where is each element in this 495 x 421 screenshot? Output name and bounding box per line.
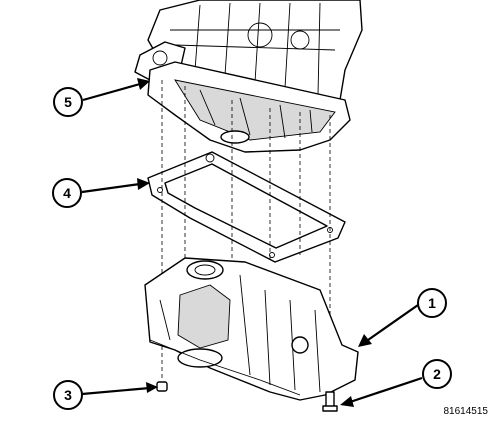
oil-pan-gasket	[147, 151, 346, 263]
callout-2: 2	[422, 359, 452, 389]
callout-1-label: 1	[428, 295, 436, 311]
callout-5-label: 5	[64, 94, 72, 110]
callout-4: 4	[52, 178, 82, 208]
callout-4-label: 4	[63, 185, 71, 201]
leader-lines	[81, 78, 423, 407]
callout-5: 5	[53, 87, 83, 117]
figure-id: 81614515	[444, 406, 489, 417]
oil-pan-bolt	[322, 391, 338, 412]
drain-plug	[156, 381, 168, 392]
oil-pan	[144, 257, 359, 401]
callout-1: 1	[417, 288, 447, 318]
alignment-lines	[161, 80, 331, 395]
callout-3-label: 3	[64, 387, 72, 403]
callout-2-label: 2	[433, 366, 441, 382]
callout-3: 3	[53, 380, 83, 410]
engine-block	[134, 0, 363, 153]
